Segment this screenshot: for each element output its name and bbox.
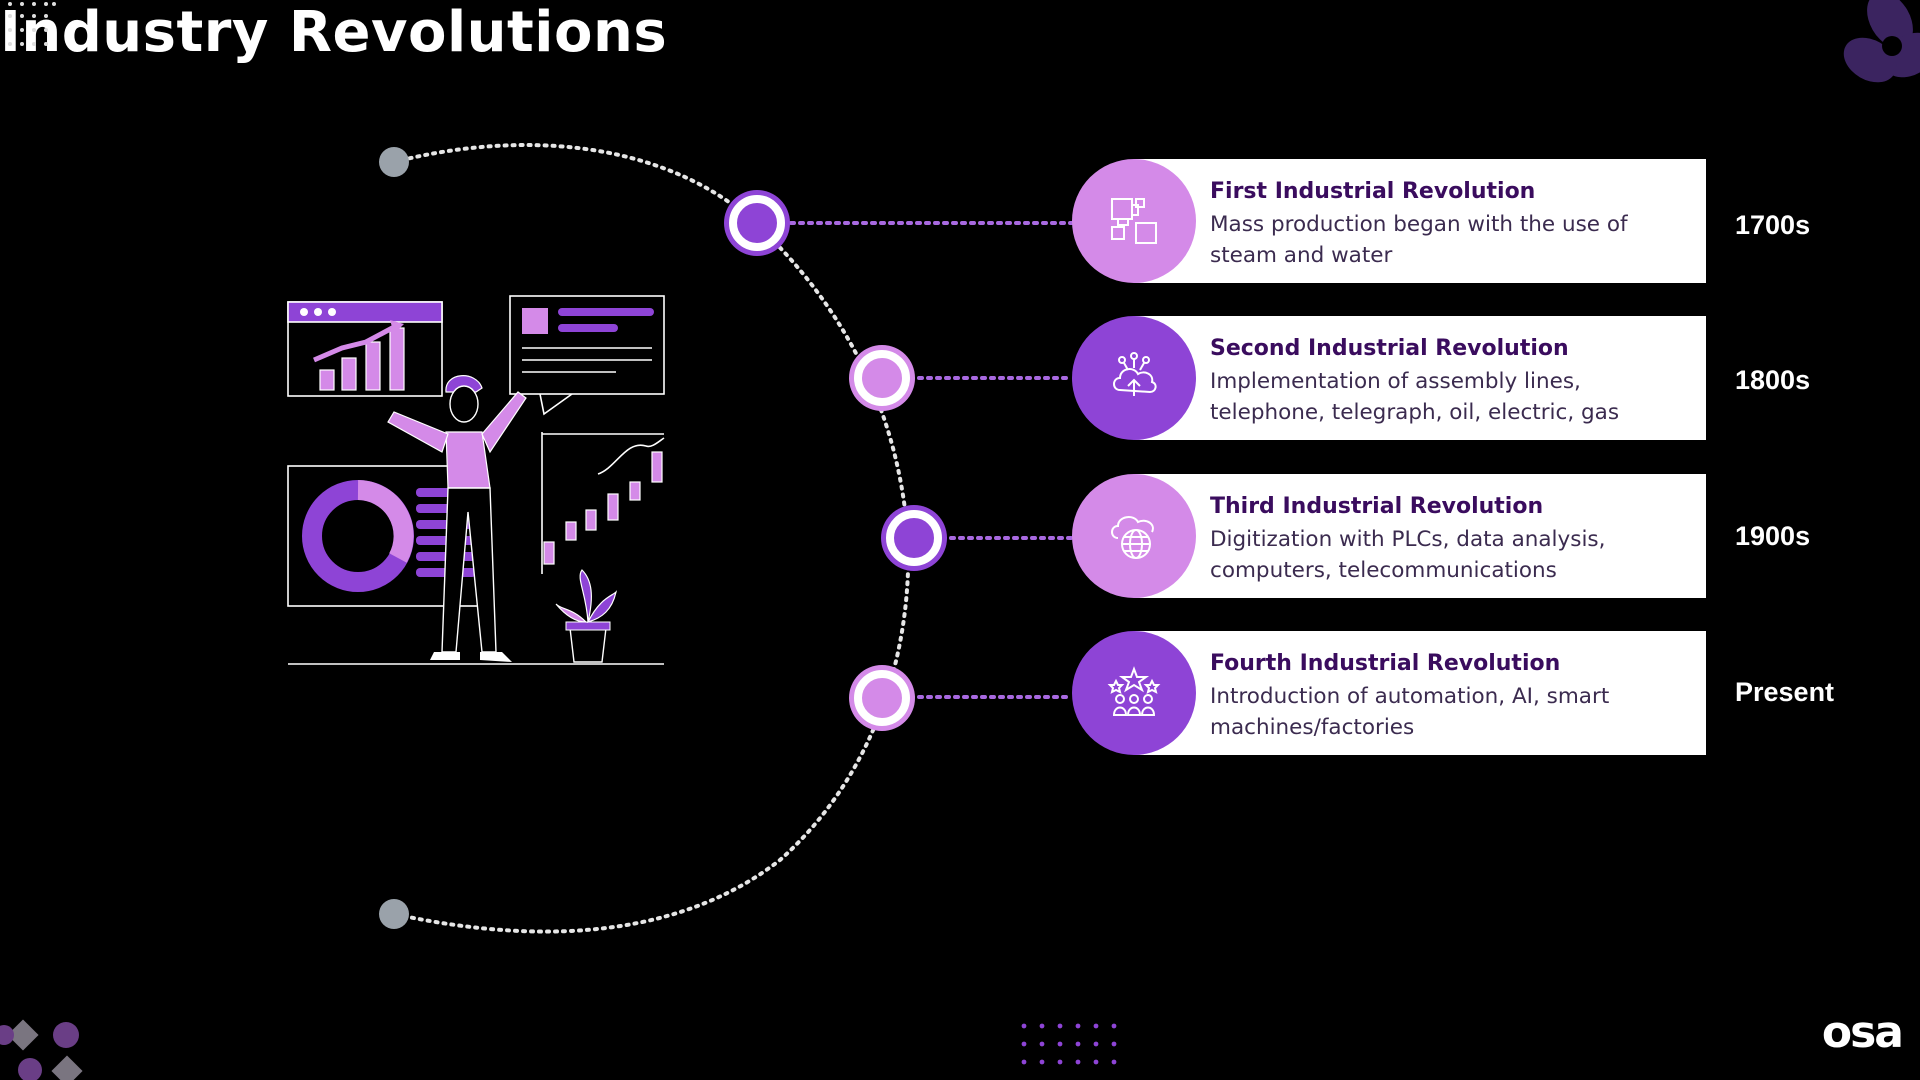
- card-panel: [1134, 316, 1706, 440]
- card-panel: [1134, 159, 1706, 283]
- card-title: First Industrial Revolution: [1210, 179, 1536, 204]
- team-stars-icon: [1107, 666, 1161, 716]
- era-label-2: 1800s: [1735, 365, 1811, 395]
- card-icon-circle: [1072, 474, 1196, 598]
- revolution-card-1: First Industrial Revolution Mass product…: [1072, 159, 1706, 283]
- arc-end-dot: [379, 899, 409, 929]
- timeline-node-3: [886, 510, 942, 566]
- card-description: Implementation of assembly lines, teleph…: [1210, 369, 1620, 425]
- era-label-4: Present: [1735, 677, 1835, 707]
- timeline-node-4: [854, 670, 910, 726]
- card-description: Mass production began with the use of st…: [1210, 212, 1628, 268]
- card-panel: [1134, 631, 1706, 755]
- card-description: Introduction of automation, AI, smart ma…: [1210, 684, 1610, 740]
- card-title: Fourth Industrial Revolution: [1210, 651, 1561, 676]
- card-description: Digitization with PLCs, data analysis, c…: [1210, 527, 1606, 583]
- dot-grid-decoration: [8, 2, 56, 46]
- presenter-illustration: [287, 295, 665, 665]
- era-label-3: 1900s: [1735, 521, 1811, 551]
- cloud-network-icon: [1113, 352, 1157, 396]
- card-title: Third Industrial Revolution: [1210, 494, 1544, 519]
- flower-decoration: [1843, 0, 1920, 83]
- puzzle-icon: [1111, 198, 1157, 244]
- brand-logo: osa: [1821, 1007, 1904, 1058]
- page-title: Industry Revolutions: [0, 0, 668, 65]
- revolution-card-2: Second Industrial Revolution Implementat…: [1072, 316, 1706, 440]
- cloud-globe-icon: [1111, 516, 1154, 559]
- card-title: Second Industrial Revolution: [1210, 336, 1569, 361]
- timeline-node-1: [729, 195, 785, 251]
- revolution-card-4: Fourth Industrial Revolution Introductio…: [1072, 631, 1706, 755]
- card-panel: [1134, 474, 1706, 598]
- revolution-card-3: Third Industrial Revolution Digitization…: [1072, 474, 1706, 598]
- card-icon-circle: [1072, 631, 1196, 755]
- arc-start-dot: [379, 147, 409, 177]
- card-icon-circle: [1072, 316, 1196, 440]
- dot-grid-decoration-bottom: [1021, 1023, 1117, 1065]
- era-label-1: 1700s: [1735, 210, 1811, 240]
- shapes-decoration: [0, 1019, 83, 1080]
- timeline-node-2: [854, 350, 910, 406]
- card-icon-circle: [1072, 159, 1196, 283]
